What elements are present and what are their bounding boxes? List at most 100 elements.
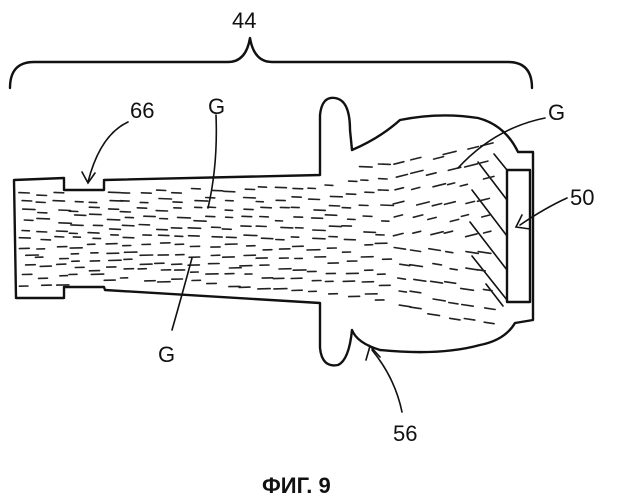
grain-dash bbox=[433, 184, 446, 187]
grain-dash bbox=[446, 252, 453, 253]
grain-dash bbox=[428, 217, 436, 219]
grain-dash bbox=[261, 207, 271, 208]
grain-dash bbox=[429, 249, 441, 251]
insert-hatching bbox=[470, 154, 507, 306]
label-56: 56 bbox=[393, 421, 417, 446]
span-bracket bbox=[10, 38, 532, 88]
grain-dash bbox=[431, 232, 443, 235]
label-50: 50 bbox=[570, 185, 594, 210]
grain-dash bbox=[394, 215, 402, 217]
grain-dash bbox=[468, 147, 479, 150]
grain-dash bbox=[411, 170, 423, 173]
grain-dash bbox=[108, 192, 121, 193]
grain-dash bbox=[461, 288, 474, 290]
grain-dash bbox=[434, 157, 444, 160]
grain-dash bbox=[445, 202, 456, 205]
grain-dash bbox=[244, 198, 256, 199]
grain-dash bbox=[411, 250, 421, 252]
grain-dash bbox=[159, 199, 172, 200]
grain-dash bbox=[484, 322, 494, 324]
grain-dash bbox=[432, 204, 441, 206]
label-g-top-right: G bbox=[548, 100, 565, 125]
grain-dash bbox=[88, 233, 99, 234]
grain-dash bbox=[393, 233, 403, 235]
grain-dash bbox=[281, 227, 293, 228]
grain-dash bbox=[460, 184, 467, 186]
grain-dash bbox=[364, 232, 376, 233]
grain-dash bbox=[414, 279, 426, 281]
grain-dash bbox=[71, 225, 83, 226]
grain-dash bbox=[484, 231, 491, 233]
grain-dash bbox=[394, 248, 405, 250]
grain-dash bbox=[224, 191, 235, 192]
grain-dash bbox=[194, 221, 206, 222]
grain-dash bbox=[394, 162, 404, 165]
grain-dash bbox=[449, 303, 458, 304]
grain-dash bbox=[75, 215, 86, 216]
grain-dash bbox=[444, 231, 452, 233]
grain-dash bbox=[53, 201, 64, 202]
grain-dash bbox=[122, 225, 133, 226]
leader-56 bbox=[372, 350, 402, 412]
grain-dash bbox=[443, 151, 456, 154]
grain-dash bbox=[325, 215, 336, 216]
grain-dash bbox=[313, 238, 325, 239]
grain-dash bbox=[450, 318, 460, 320]
grain-dash bbox=[395, 188, 404, 190]
grain-dash bbox=[412, 187, 420, 189]
grain-dash bbox=[450, 269, 457, 270]
grain-dash bbox=[480, 161, 488, 163]
grain-dash bbox=[413, 231, 421, 233]
grain-dash bbox=[59, 223, 72, 224]
grain-dash bbox=[398, 278, 406, 279]
grain-dash bbox=[314, 210, 325, 211]
grain-dash bbox=[23, 209, 35, 210]
grain-dash bbox=[188, 228, 200, 229]
grain-dash bbox=[110, 229, 121, 230]
grain-dash bbox=[445, 282, 456, 284]
grain-pattern bbox=[19, 143, 495, 324]
grain-dash bbox=[381, 205, 394, 206]
grain-dash bbox=[107, 219, 119, 220]
grain-dash bbox=[313, 230, 325, 231]
grain-dash bbox=[410, 291, 421, 293]
grain-dash bbox=[431, 281, 443, 283]
grain-dash bbox=[433, 264, 442, 265]
leader-50 bbox=[520, 198, 567, 225]
grain-dash bbox=[482, 215, 490, 217]
label-44: 44 bbox=[232, 8, 256, 33]
grain-dash bbox=[360, 167, 373, 168]
grain-dash bbox=[477, 270, 485, 271]
grain-dash bbox=[417, 202, 430, 205]
grain-dash bbox=[59, 210, 71, 211]
grain-dash bbox=[485, 308, 495, 310]
grain-dash bbox=[410, 307, 421, 309]
grain-dash bbox=[393, 201, 404, 204]
grain-dash bbox=[399, 291, 406, 292]
label-66: 66 bbox=[130, 98, 154, 123]
end-insert bbox=[507, 170, 530, 302]
grain-dash bbox=[427, 173, 437, 175]
grain-dash bbox=[466, 201, 475, 203]
grain-dash bbox=[450, 219, 458, 221]
grain-dash bbox=[329, 226, 341, 227]
grain-dash bbox=[466, 252, 478, 254]
arrowhead-50 bbox=[516, 215, 530, 229]
grain-dash bbox=[400, 264, 410, 266]
figure-caption: ФИГ. 9 bbox=[262, 473, 331, 498]
grain-dash bbox=[262, 238, 273, 239]
grain-dash bbox=[465, 164, 478, 167]
component-outline bbox=[14, 98, 533, 366]
grain-dash bbox=[462, 305, 474, 307]
grain-dash bbox=[411, 157, 421, 160]
grain-dash bbox=[399, 305, 410, 307]
grain-dash bbox=[478, 252, 491, 254]
grain-dash bbox=[448, 183, 455, 185]
grain-dash bbox=[466, 234, 478, 237]
grain-dash bbox=[433, 299, 445, 301]
leader-66 bbox=[88, 122, 128, 182]
grain-dash bbox=[413, 215, 423, 217]
grain-dash bbox=[244, 235, 257, 236]
label-g-top-left: G bbox=[208, 94, 225, 119]
